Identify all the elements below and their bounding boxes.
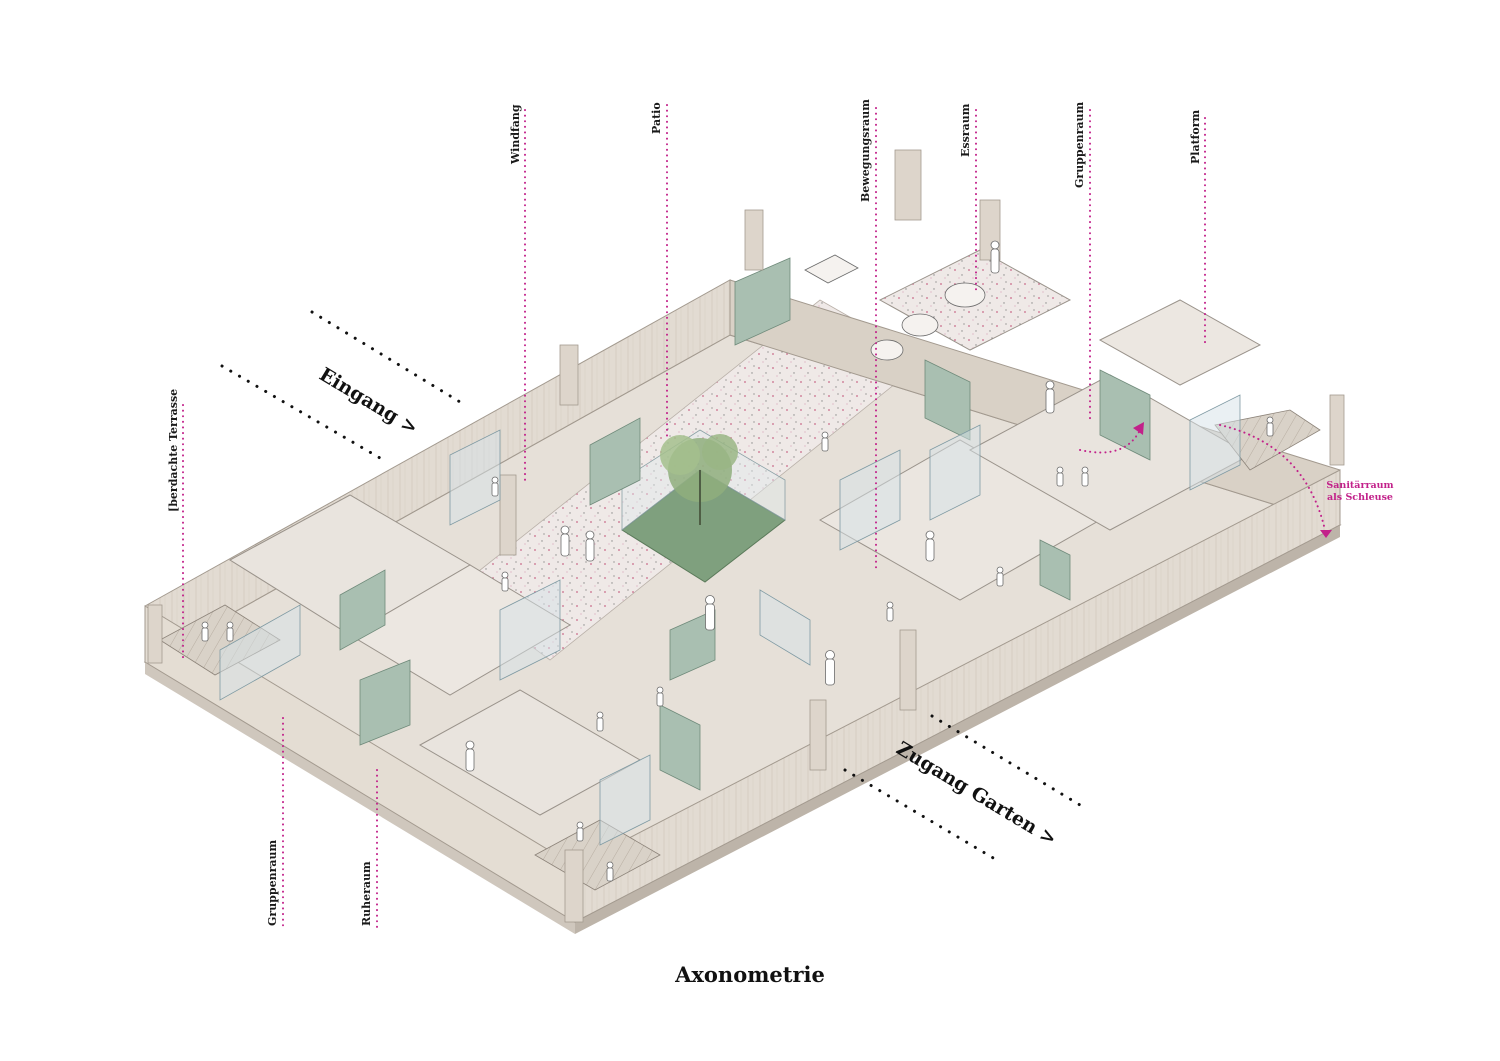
bottom-leader-lines bbox=[182, 404, 378, 929]
sanitar-label-line2: als Schleuse bbox=[1327, 492, 1393, 503]
green-panels bbox=[339, 257, 1151, 791]
label-patio: Patio bbox=[650, 102, 663, 134]
label-gruppenraum-bottom: Gruppenraum bbox=[266, 840, 279, 926]
room-platform bbox=[1098, 299, 1262, 386]
label-essraum: Essraum bbox=[959, 103, 972, 157]
label-bewegungsraum: Bewegungsraum bbox=[859, 99, 872, 202]
people-silhouettes bbox=[201, 240, 1274, 882]
slab-edge-left bbox=[145, 662, 575, 934]
zugang-arrow-lines bbox=[843, 714, 1087, 864]
sanitar-path bbox=[1079, 424, 1326, 531]
sanitar-arrowhead-down bbox=[1320, 530, 1332, 538]
label-gruppenraum-top: Gruppenraum bbox=[1073, 102, 1086, 188]
top-leader-lines bbox=[524, 104, 1206, 571]
sanitar-arrowhead-up bbox=[1133, 422, 1144, 435]
label-ruheraum: Ruheraum bbox=[360, 861, 373, 926]
eingang-label: Eingang > bbox=[315, 363, 421, 439]
dining-tables bbox=[804, 254, 986, 361]
zugang-garten-label: Zugang Garten > bbox=[892, 737, 1060, 850]
sanitar-label-line1: Sanitärraum bbox=[1326, 480, 1393, 491]
label-windfang: Windfang bbox=[509, 104, 522, 165]
glass-partitions bbox=[219, 394, 1241, 846]
label-platform: Platform bbox=[1189, 109, 1202, 164]
eingang-arrow-lines bbox=[220, 310, 467, 460]
label-terrasse: [berdachte Terrasse bbox=[167, 389, 180, 512]
drawing-caption: Axonometrie bbox=[675, 962, 825, 987]
slab-edge-right bbox=[575, 525, 1340, 934]
pillar-walls bbox=[147, 149, 1345, 923]
patio-tree-icon bbox=[660, 434, 738, 525]
